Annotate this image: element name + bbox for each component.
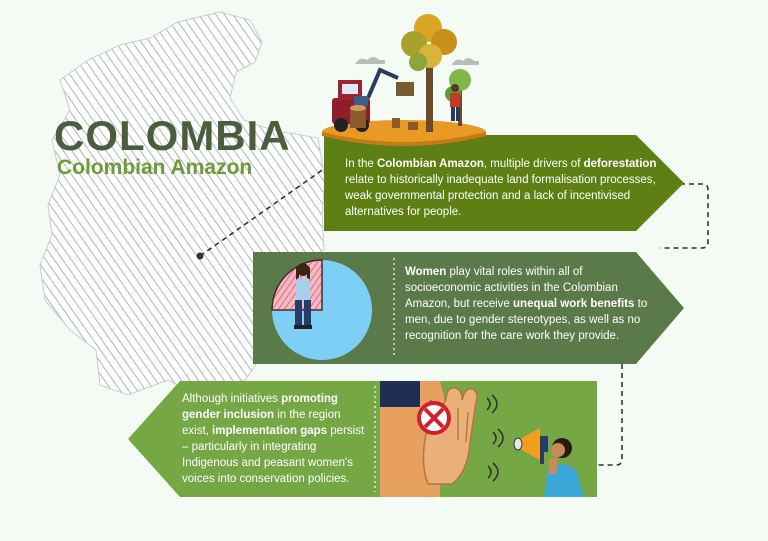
- page-subtitle: Colombian Amazon: [57, 156, 253, 179]
- emphasis-text: implementation gaps: [212, 425, 328, 437]
- body-text: In the: [345, 158, 377, 170]
- inclusion-text: Although initiatives promoting gender in…: [182, 391, 370, 487]
- body-text: , multiple drivers of: [483, 158, 584, 170]
- emphasis-text: Women: [405, 266, 447, 278]
- body-text: persist – particularly in integrating In…: [182, 425, 365, 485]
- deforestation-text: In the Colombian Amazon, multiple driver…: [345, 156, 657, 220]
- panel-deforestation: [324, 135, 684, 231]
- body-text: relate to historically inadequate land f…: [345, 174, 656, 218]
- body-text: Although initiatives: [182, 393, 282, 405]
- women-text: Women play vital roles within all of soc…: [405, 264, 657, 344]
- emphasis-text: unequal work benefits: [513, 298, 635, 310]
- panel-inclusion: [128, 381, 597, 497]
- emphasis-text: promoting gender inclusion: [182, 393, 338, 421]
- body-text: in the region exist,: [182, 409, 341, 437]
- body-text: to men, due to gender stereotypes, as we…: [405, 298, 648, 342]
- emphasis-text: Colombian Amazon: [376, 158, 484, 170]
- body-text: play vital roles within all of socioecon…: [405, 266, 618, 310]
- page-title: COLOMBIA: [54, 112, 291, 159]
- emphasis-text: deforestation: [583, 158, 657, 170]
